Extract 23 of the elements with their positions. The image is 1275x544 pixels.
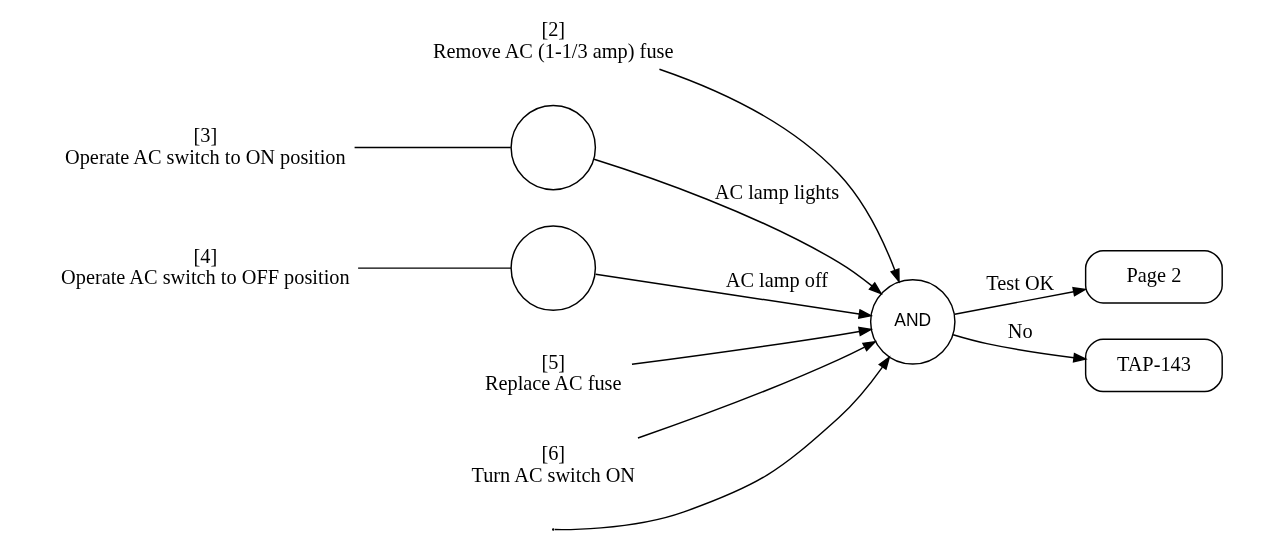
- edge-label: AC lamp lights: [714, 180, 840, 203]
- edge-label: No: [1007, 320, 1033, 343]
- arrow: [637, 340, 878, 439]
- edge-label: AC lamp off: [725, 269, 829, 292]
- node-circle: [510, 104, 597, 191]
- arrow: [631, 326, 874, 366]
- connector: [353, 146, 512, 149]
- node-box: Page 2: [1084, 249, 1223, 304]
- arrow: [658, 68, 900, 284]
- connector: [357, 267, 512, 269]
- arrow: [594, 273, 874, 319]
- node-text: [3] Operate AC switch to ON position: [65, 124, 346, 168]
- arrow: [593, 158, 883, 295]
- node-text: [6] Turn AC switch ON: [471, 442, 636, 486]
- arrow: [953, 286, 1088, 315]
- node-text: [2] Remove AC (1-1/3 amp) fuse: [432, 17, 674, 62]
- arrow: [554, 355, 891, 531]
- node-circle: [510, 225, 597, 311]
- arrow: [952, 334, 1088, 363]
- edge-label: Test OK: [986, 272, 1055, 295]
- node-text: [4] Operate AC switch to OFF position: [61, 244, 350, 289]
- node-text: [5] Replace AC fuse: [484, 350, 622, 395]
- node-box: TAP-143: [1084, 338, 1223, 393]
